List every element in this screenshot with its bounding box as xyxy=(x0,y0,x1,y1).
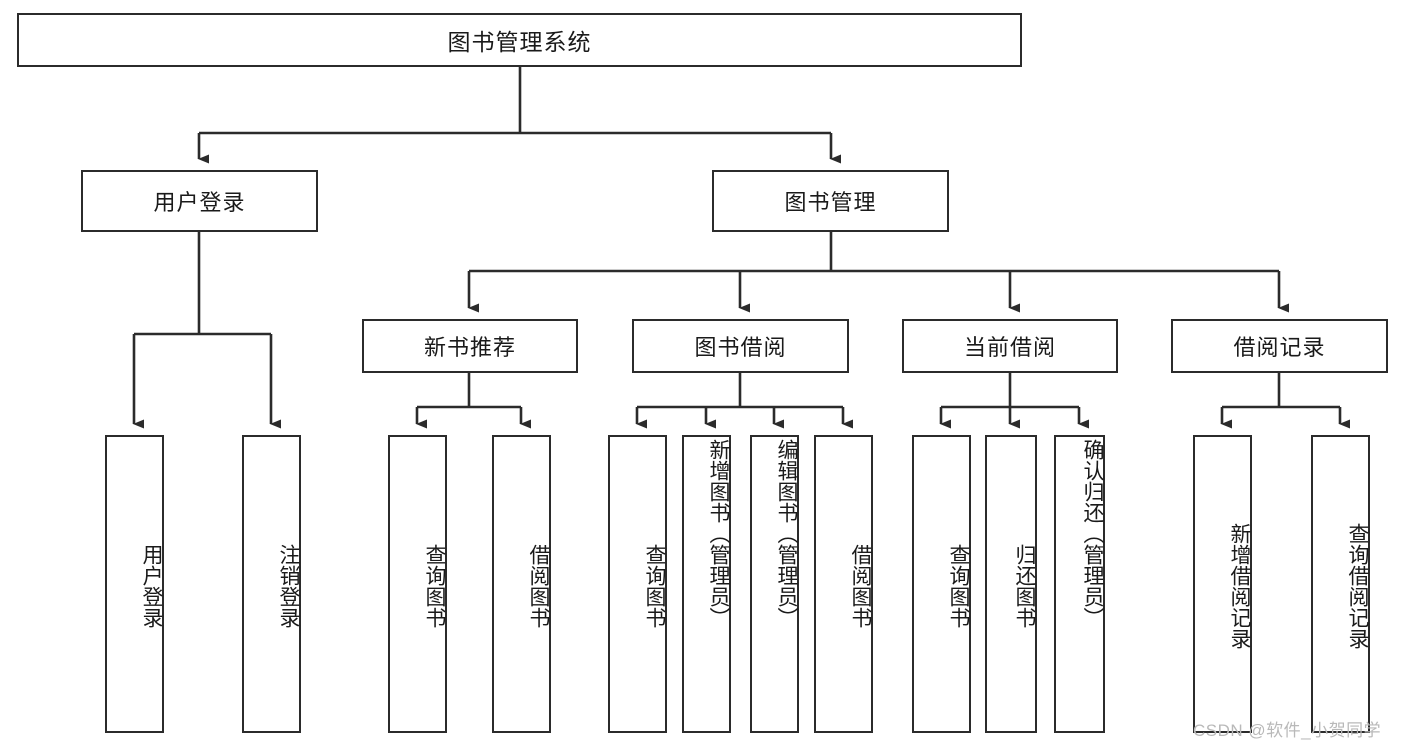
node-current-borrow-label: 当前借阅 xyxy=(963,335,1056,360)
leaf-query-borrow-record[interactable]: 查询借阅记录 xyxy=(1311,435,1370,733)
csdn-watermark: CSDN @软件_小贺同学 xyxy=(1193,721,1382,740)
node-root-system-label: 图书管理系统 xyxy=(447,29,592,55)
leaf-add-borrow-record[interactable]: 新增借阅记录 xyxy=(1193,435,1252,733)
leaf-add-book-label: 新增图书（管理员） xyxy=(707,439,730,628)
leaf-borrow-book-recommend-label: 借阅图书 xyxy=(527,544,550,628)
leaf-borrow-book[interactable]: 借阅图书 xyxy=(814,435,873,733)
leaf-query-book-borrow[interactable]: 查询图书 xyxy=(608,435,667,733)
node-root-system[interactable]: 图书管理系统 xyxy=(17,13,1022,67)
node-borrow-record[interactable]: 借阅记录 xyxy=(1171,319,1388,373)
leaf-query-borrow-record-label: 查询借阅记录 xyxy=(1346,523,1369,649)
leaf-return-book[interactable]: 归还图书 xyxy=(985,435,1037,733)
leaf-borrow-book-label: 借阅图书 xyxy=(849,544,872,628)
leaf-add-borrow-record-label: 新增借阅记录 xyxy=(1228,523,1251,649)
node-current-borrow[interactable]: 当前借阅 xyxy=(902,319,1118,373)
leaf-query-book-current-label: 查询图书 xyxy=(947,544,970,628)
edge-bookmanage-to-level3 xyxy=(467,232,1289,313)
leaf-logout-login-label: 注销登录 xyxy=(277,544,300,628)
edge-root-to-level2 xyxy=(197,67,841,164)
leaf-query-book-recommend[interactable]: 查询图书 xyxy=(388,435,447,733)
leaf-add-book[interactable]: 新增图书（管理员） xyxy=(682,435,731,733)
leaf-edit-book[interactable]: 编辑图书（管理员） xyxy=(750,435,799,733)
leaf-confirm-return[interactable]: 确认归还（管理员） xyxy=(1054,435,1105,733)
leaf-confirm-return-label: 确认归还（管理员） xyxy=(1081,439,1104,628)
leaf-query-book-recommend-label: 查询图书 xyxy=(423,544,446,628)
node-book-borrow-label: 图书借阅 xyxy=(694,335,787,360)
leaf-query-book-borrow-label: 查询图书 xyxy=(643,544,666,628)
edge-bookborrow-to-leaves xyxy=(635,373,853,429)
node-new-book-recommend-label: 新书推荐 xyxy=(423,335,516,360)
leaf-user-login[interactable]: 用户登录 xyxy=(105,435,164,733)
leaf-edit-book-label: 编辑图书（管理员） xyxy=(775,439,798,628)
node-user-login[interactable]: 用户登录 xyxy=(81,170,318,232)
node-book-borrow[interactable]: 图书借阅 xyxy=(632,319,849,373)
leaf-user-login-label: 用户登录 xyxy=(140,544,163,628)
leaf-logout-login[interactable]: 注销登录 xyxy=(242,435,301,733)
edge-currentborrow-to-leaves xyxy=(939,373,1089,429)
edge-borrowrecord-to-leaves xyxy=(1220,373,1350,429)
node-borrow-record-label: 借阅记录 xyxy=(1233,335,1326,360)
node-book-manage-label: 图书管理 xyxy=(784,190,877,215)
edge-newbook-to-leaves xyxy=(415,373,531,429)
node-user-login-label: 用户登录 xyxy=(153,190,246,215)
node-new-book-recommend[interactable]: 新书推荐 xyxy=(362,319,578,373)
leaf-return-book-label: 归还图书 xyxy=(1013,544,1036,628)
node-book-manage[interactable]: 图书管理 xyxy=(712,170,949,232)
leaf-query-book-current[interactable]: 查询图书 xyxy=(912,435,971,733)
edge-userlogin-to-leaves xyxy=(132,232,281,429)
leaf-borrow-book-recommend[interactable]: 借阅图书 xyxy=(492,435,551,733)
